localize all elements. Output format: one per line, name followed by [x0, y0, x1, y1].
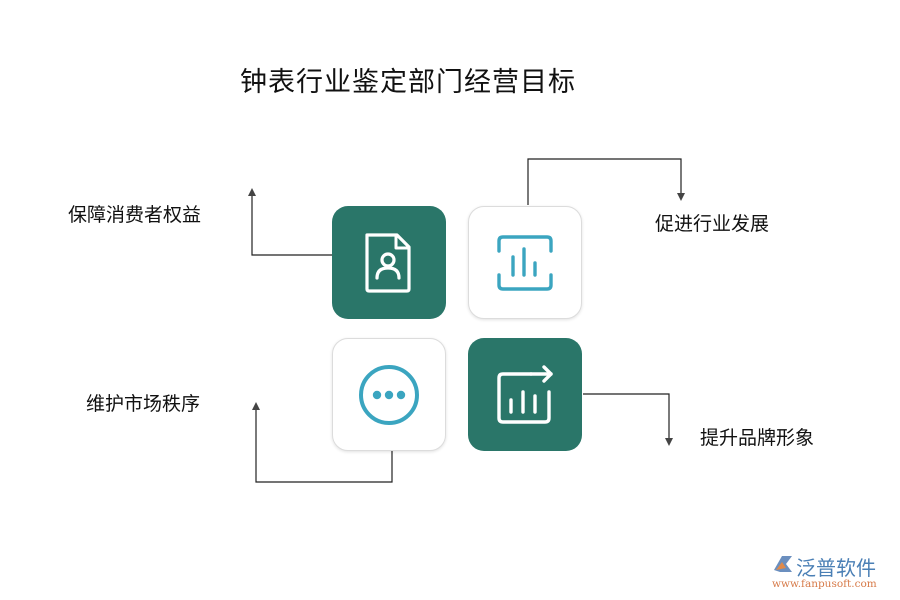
connector-goal-4 [583, 393, 673, 446]
diagram-title: 钟表行业鉴定部门经营目标 [240, 67, 576, 98]
connector-goal-1 [248, 188, 332, 256]
goal-tile-brand-image [468, 338, 582, 451]
connector-goal-2 [527, 158, 685, 205]
scan-chart-icon [497, 234, 553, 291]
watermark-url: www.fanpusoft.com [772, 578, 877, 590]
watermark: 泛普软件 www.fanpusoft.com [770, 552, 895, 597]
chart-export-icon [497, 364, 553, 424]
goal-label-protect-consumers: 保障消费者权益 [68, 204, 202, 226]
goal-tile-maintain-market-order [332, 338, 446, 451]
fanpu-logo-icon [774, 556, 792, 572]
goal-tile-promote-industry [468, 206, 582, 319]
goal-label-brand-image: 提升品牌形象 [700, 427, 815, 449]
document-user-icon [365, 232, 411, 293]
connector-goal-3 [252, 402, 393, 483]
watermark-brand: 泛普软件 [796, 556, 876, 580]
goal-tile-protect-consumers [332, 206, 446, 319]
goal-label-promote-industry: 促进行业发展 [655, 213, 770, 235]
more-dots-icon [359, 364, 419, 425]
goal-label-maintain-market-order: 维护市场秩序 [86, 393, 201, 415]
